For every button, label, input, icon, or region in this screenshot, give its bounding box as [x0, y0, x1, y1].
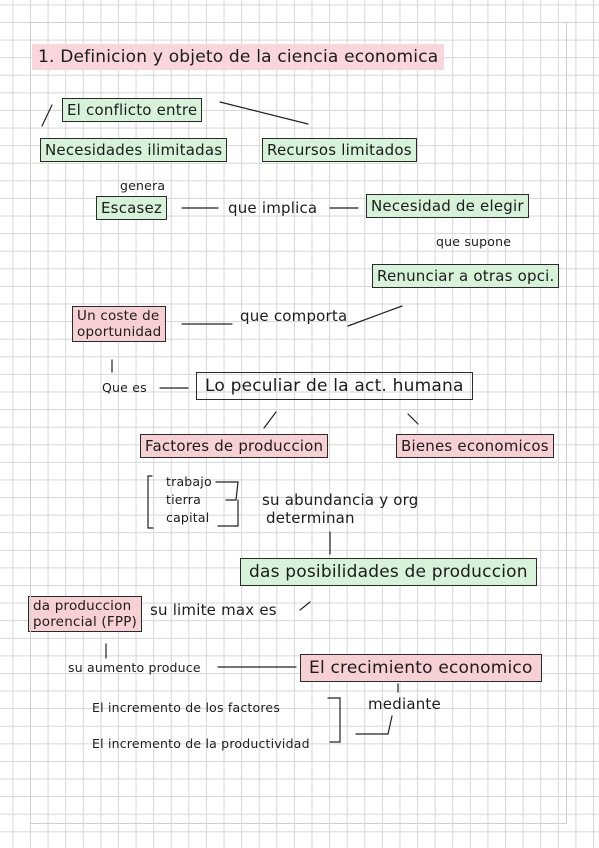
- factor-item-trabajo: trabajo: [166, 474, 212, 489]
- posibilidades-box: das posibilidades de produccion: [240, 558, 537, 586]
- renunciar-box: Renunciar a otras opci.: [372, 264, 560, 288]
- que-comporta-label: que comporta: [240, 307, 348, 325]
- bracket-factores: [147, 475, 154, 529]
- que-es-label: Que es: [102, 380, 147, 395]
- abundancia-label-2: determinan: [266, 509, 355, 527]
- crecimiento-box: El crecimiento economico: [300, 654, 542, 682]
- coste-line-2: oportunidad: [77, 324, 162, 340]
- conflicto-box: El conflicto entre: [62, 98, 203, 122]
- necesidad-elegir-box: Necesidad de elegir: [366, 194, 529, 218]
- aumento-label: su aumento produce: [68, 660, 201, 675]
- que-implica-label: que implica: [228, 199, 318, 217]
- que-supone-label: que supone: [436, 234, 512, 249]
- mediante-label: mediante: [368, 695, 441, 713]
- line-renunciar-comporta: [347, 305, 403, 327]
- line-posibilidades-limite: [299, 601, 311, 611]
- genera-label: genera: [120, 178, 166, 193]
- factor-item-tierra: tierra: [166, 492, 201, 507]
- line-conflicto-recursos: [219, 101, 309, 125]
- bracket-incrementos: [327, 697, 341, 743]
- slash-left-mark: [41, 104, 53, 127]
- bracket-abundancia: [215, 481, 239, 527]
- bienes-box: Bienes economicos: [396, 434, 554, 458]
- peculiar-box: Lo peculiar de la act. humana: [196, 372, 473, 400]
- produccion-potencial-box: da produccion porencial (FPP): [28, 596, 143, 632]
- abundancia-label-1: su abundancia y org: [262, 491, 419, 509]
- produccion-line-1: da produccion: [33, 598, 132, 614]
- coste-line-1: Un coste de: [77, 308, 160, 324]
- recursos-box: Recursos limitados: [262, 138, 417, 162]
- line-mediante-bracket: [355, 715, 393, 735]
- factor-item-capital: capital: [166, 510, 210, 525]
- coste-oportunidad-box: Un coste de oportunidad: [72, 306, 167, 342]
- escasez-box: Escasez: [96, 196, 168, 220]
- limite-label: su limite max es: [150, 601, 277, 619]
- page-title: 1. Definicion y objeto de la ciencia eco…: [32, 44, 445, 70]
- necesidades-box: Necesidades ilimitadas: [40, 138, 228, 162]
- line-peculiar-factores: [263, 411, 277, 429]
- incremento-productividad-label: El incremento de la productividad: [92, 736, 310, 751]
- factores-box: Factores de produccion: [140, 434, 329, 458]
- incremento-factores-label: El incremento de los factores: [92, 700, 281, 715]
- produccion-line-2: porencial (FPP): [33, 614, 138, 630]
- line-peculiar-bienes: [407, 413, 419, 425]
